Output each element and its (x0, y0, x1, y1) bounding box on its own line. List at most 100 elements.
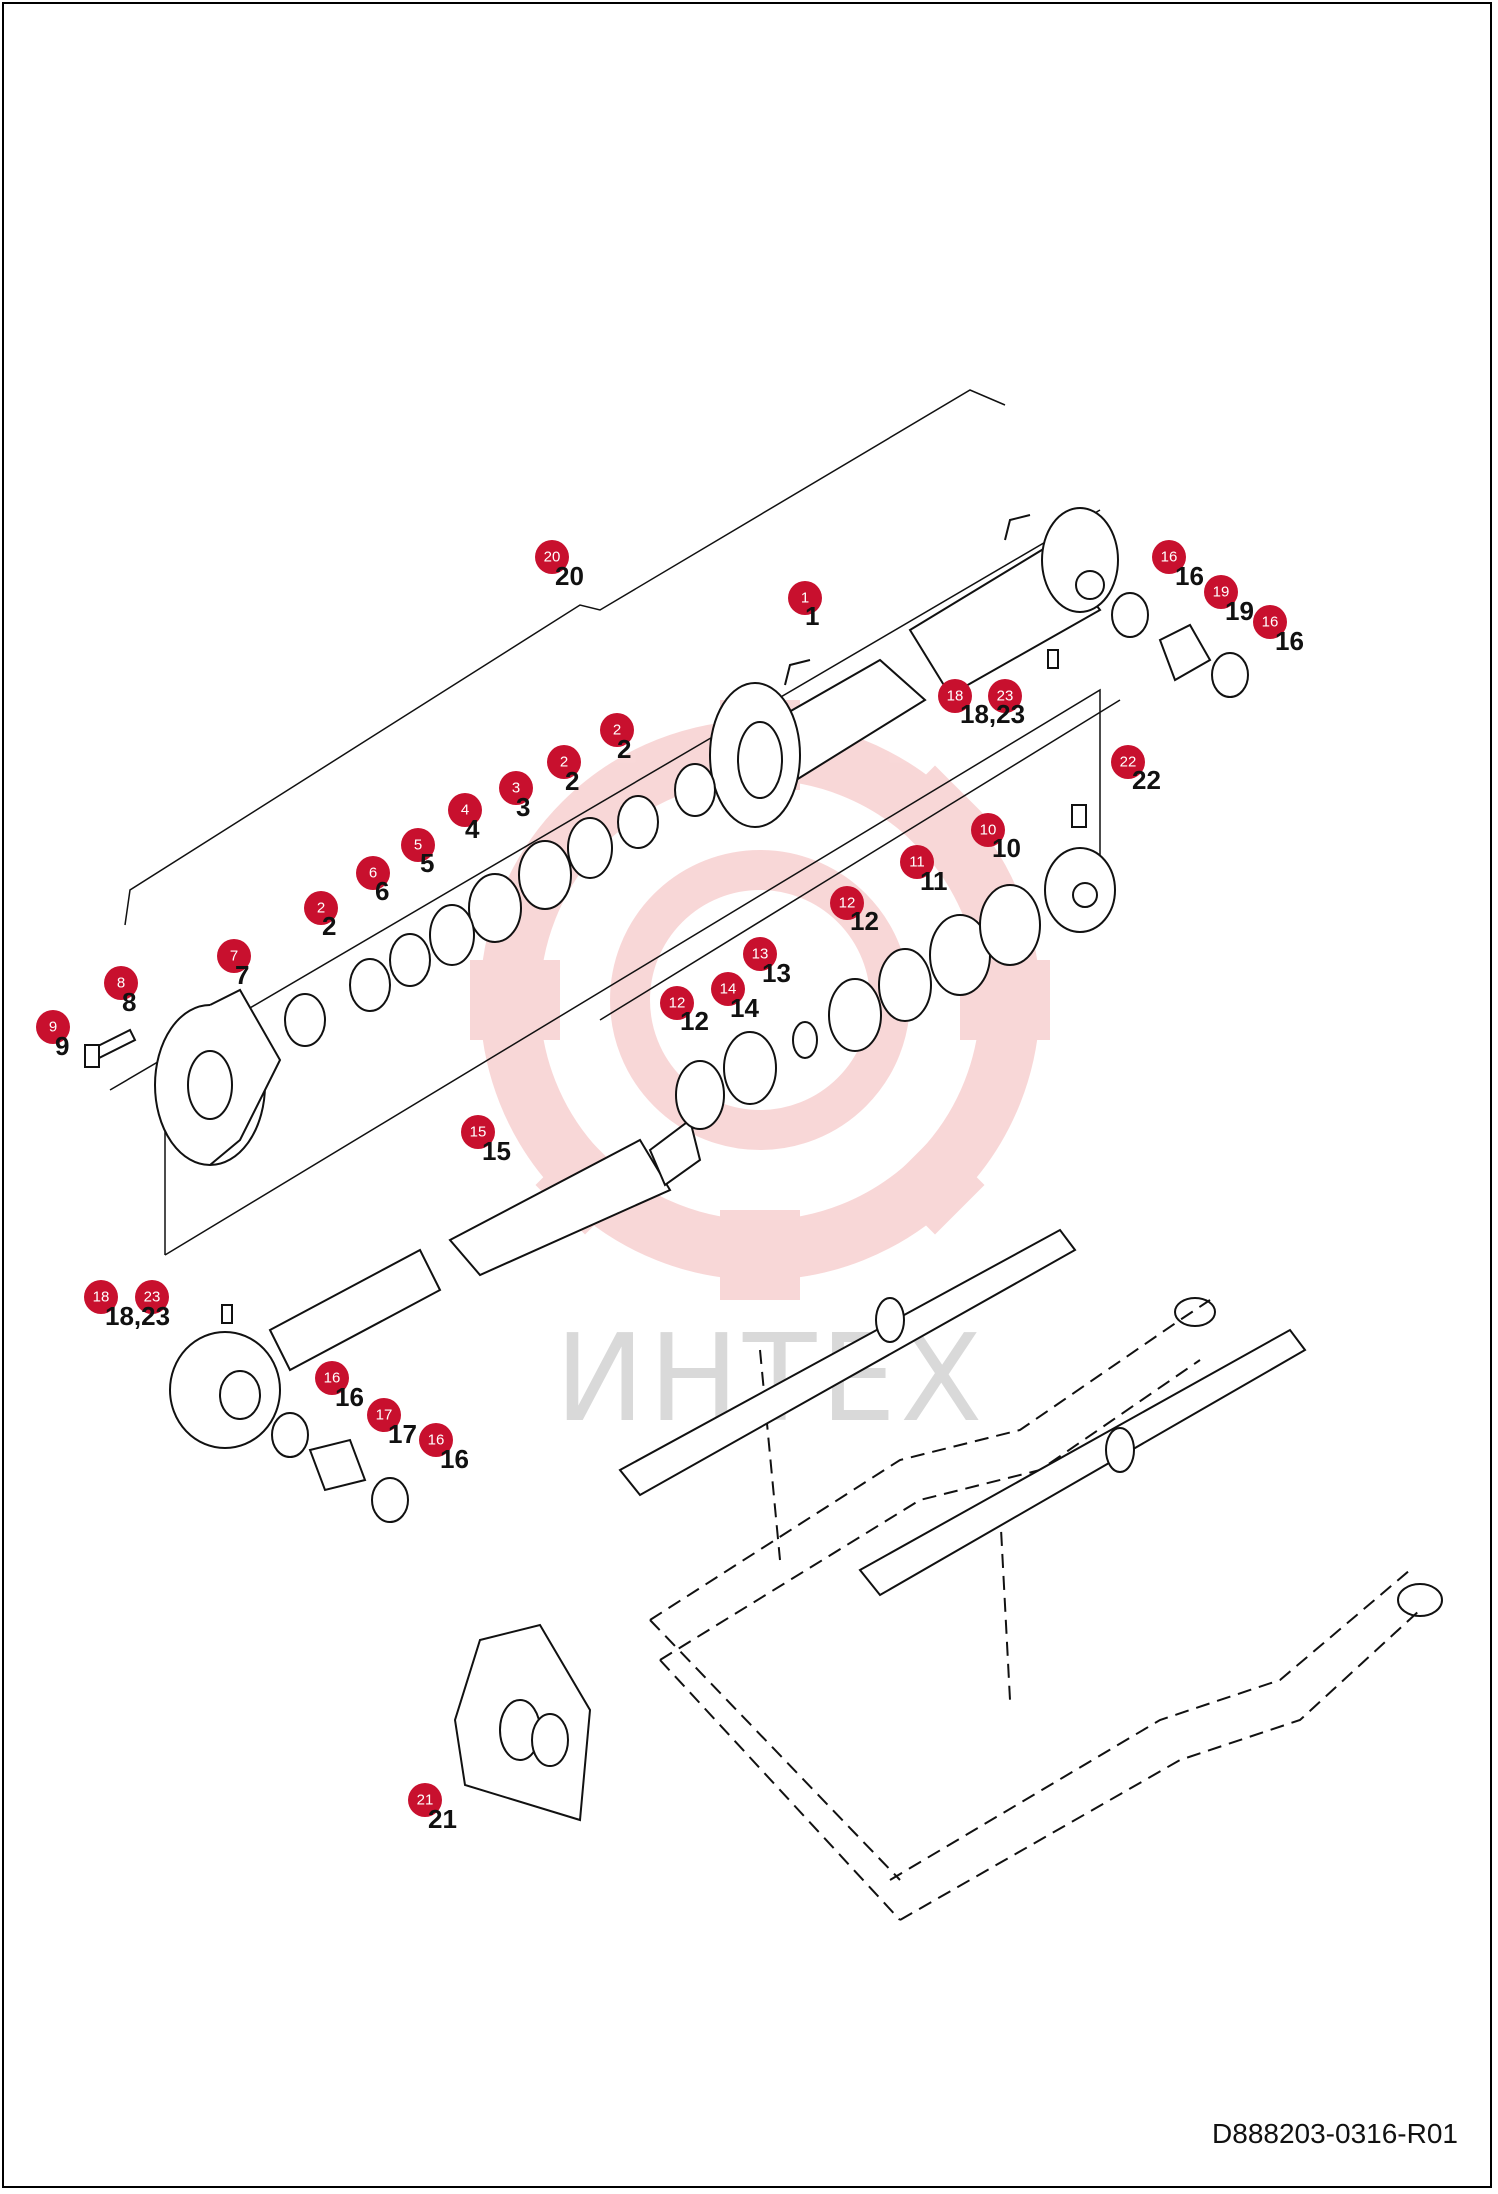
svg-text:15: 15 (470, 1124, 487, 1141)
callout-8: 8 8 (104, 966, 138, 1017)
callout-2c: 2 2 (304, 891, 338, 941)
svg-text:21: 21 (428, 1804, 457, 1834)
svg-text:19: 19 (1213, 584, 1230, 601)
boom-cylinders (618, 1228, 1307, 1597)
callout-5: 5 5 (401, 828, 435, 878)
barrel-end-bushings (1047, 592, 1249, 698)
svg-text:2: 2 (560, 754, 568, 771)
svg-text:3: 3 (516, 792, 530, 822)
barrel-flange (709, 682, 801, 828)
callout-2c-badge: 2 (304, 891, 338, 925)
callout-1: 1 1 (788, 581, 822, 631)
piston-nut (1044, 847, 1116, 933)
callout-21-badge: 21 (408, 1783, 442, 1817)
svg-text:22: 22 (1120, 754, 1137, 771)
callout-13-badge: 13 (743, 937, 777, 971)
callout-19-badge: 19 (1204, 575, 1238, 609)
callout-18-lower-badge: 18 (84, 1280, 118, 1314)
svg-text:11: 11 (909, 854, 925, 871)
callout-16d-badge: 16 (419, 1423, 453, 1457)
callout-2b: 2 2 (547, 745, 581, 796)
svg-text:18: 18 (947, 688, 964, 705)
svg-text:9: 9 (55, 1031, 69, 1061)
svg-text:18,23: 18,23 (960, 699, 1025, 729)
callout-16a-badge: 16 (1152, 540, 1186, 574)
callout-6: 6 6 (356, 856, 390, 906)
svg-text:15: 15 (482, 1136, 511, 1166)
lower-axis-line (599, 699, 1121, 1021)
svg-text:2: 2 (317, 900, 325, 917)
callout-12a: 12 12 (830, 886, 879, 936)
svg-text:5: 5 (420, 848, 434, 878)
svg-text:21: 21 (417, 1792, 434, 1809)
svg-text:10: 10 (992, 833, 1021, 863)
svg-text:16: 16 (1262, 614, 1279, 631)
callout-18-23-upper: 18 23 18,23 (938, 679, 1025, 729)
svg-text:8: 8 (122, 987, 136, 1017)
svg-text:2: 2 (322, 911, 336, 941)
svg-text:13: 13 (762, 958, 791, 988)
rod-end-bushings (221, 1304, 409, 1523)
callout-7: 7 7 (217, 939, 251, 990)
callout-4-badge: 4 (448, 793, 482, 827)
cylinder-head (154, 988, 282, 1166)
callout-16c: 16 16 (315, 1361, 364, 1412)
svg-text:14: 14 (730, 993, 759, 1023)
svg-text:16: 16 (324, 1370, 341, 1387)
svg-text:4: 4 (465, 814, 480, 844)
callout-2a: 2 2 (600, 713, 634, 764)
callout-3: 3 3 (499, 771, 533, 822)
svg-text:13: 13 (752, 946, 769, 963)
svg-text:8: 8 (117, 975, 125, 992)
svg-text:16: 16 (335, 1382, 364, 1412)
seal-rings-upper (284, 763, 716, 1047)
callout-15: 15 15 (461, 1115, 511, 1166)
upper-axis-line (109, 509, 1101, 1091)
callout-23-upper-badge: 23 (988, 679, 1022, 713)
svg-text:17: 17 (376, 1407, 393, 1424)
svg-text:12: 12 (850, 906, 879, 936)
callout-22-badge: 22 (1111, 745, 1145, 779)
callout-17: 17 17 (367, 1398, 417, 1449)
callout-2a-badge: 2 (600, 713, 634, 747)
svg-text:19: 19 (1225, 596, 1254, 626)
svg-text:2: 2 (613, 722, 621, 739)
callout-18-upper-badge: 18 (938, 679, 972, 713)
callout-7-badge: 7 (217, 939, 251, 973)
callout-9: 9 9 (36, 1010, 70, 1061)
callout-23-lower-badge: 23 (135, 1280, 169, 1314)
svg-text:3: 3 (512, 780, 520, 797)
callout-6-badge: 6 (356, 856, 390, 890)
svg-text:20: 20 (555, 561, 584, 591)
svg-text:6: 6 (369, 865, 377, 882)
callout-2b-badge: 2 (547, 745, 581, 779)
svg-text:17: 17 (388, 1419, 417, 1449)
svg-text:9: 9 (49, 1019, 57, 1036)
callout-14-badge: 14 (711, 972, 745, 1006)
svg-text:22: 22 (1132, 765, 1161, 795)
callout-14: 14 14 (711, 972, 759, 1023)
callout-5-badge: 5 (401, 828, 435, 862)
callout-12a-badge: 12 (830, 886, 864, 920)
seal-kit-box (453, 1623, 592, 1822)
callout-20-badge: 20 (535, 540, 569, 574)
callout-21: 21 21 (408, 1783, 457, 1834)
callout-18-23-lower: 18 23 18,23 (84, 1280, 170, 1331)
callout-16b-badge: 16 (1253, 605, 1287, 639)
callout-16a: 16 16 (1152, 540, 1204, 591)
svg-text:16: 16 (440, 1444, 469, 1474)
svg-text:7: 7 (235, 960, 249, 990)
svg-text:10: 10 (980, 822, 997, 839)
machine-outline (649, 1297, 1443, 1921)
svg-text:11: 11 (920, 866, 948, 896)
svg-text:12: 12 (839, 895, 856, 912)
svg-text:18: 18 (93, 1289, 110, 1306)
assembly-bracket (124, 389, 1006, 926)
svg-text:4: 4 (461, 802, 469, 819)
callout-16c-badge: 16 (315, 1361, 349, 1395)
svg-text:23: 23 (144, 1289, 161, 1306)
callout-16d: 16 16 (419, 1423, 469, 1474)
bolt (84, 1028, 137, 1068)
document-code: D888203-0316-R01 (1212, 2118, 1458, 2149)
